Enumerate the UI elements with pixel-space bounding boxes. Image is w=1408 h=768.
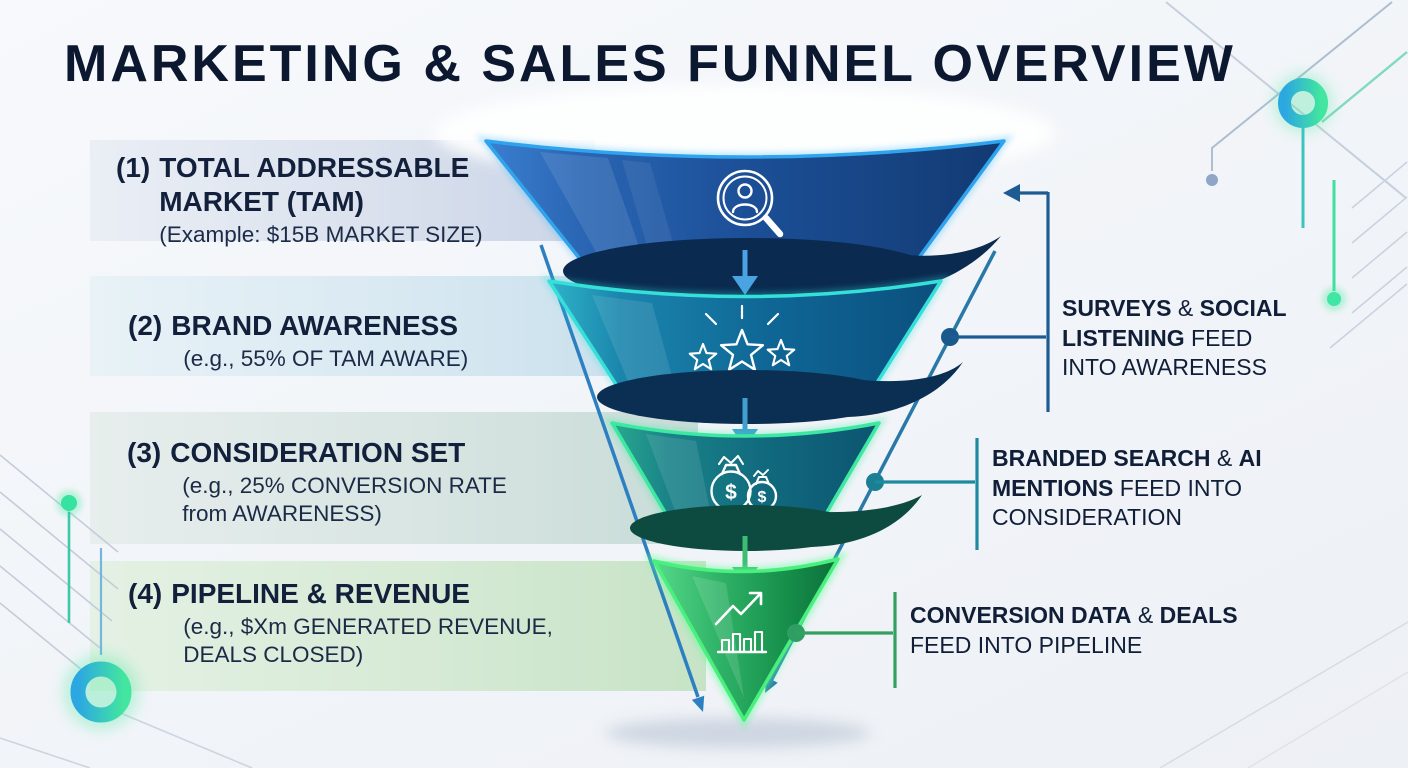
annotation-line: MENTIONS FEED INTO	[992, 474, 1243, 501]
annotation-line: CONSIDERATION	[992, 504, 1182, 530]
circuit-decoration-bottom-left	[0, 454, 253, 768]
left-guide-arrow	[539, 244, 705, 712]
stage-number: (2)	[128, 310, 163, 341]
funnel-rim-1	[563, 236, 1001, 304]
circuit-decoration-top-right	[1165, 1, 1408, 349]
stage-subtitle: (e.g., $Xm GENERATED REVENUE,	[183, 614, 553, 639]
gradient-ring-icon	[1278, 78, 1328, 128]
annotation-connector-surveys	[950, 184, 1050, 412]
funnel-tier-pipeline	[643, 551, 849, 731]
node-dot-icon	[1206, 174, 1218, 186]
annotation-conversion: CONVERSION DATA & DEALS FEED INTO PIPELI…	[910, 601, 1238, 660]
page-title: MARKETING & SALES FUNNEL OVERVIEW	[64, 35, 1236, 93]
stage-title: MARKET (TAM)	[159, 186, 364, 217]
stage-label-pipeline: (4) PIPELINE & REVENUE (e.g., $Xm GENERA…	[128, 577, 553, 669]
annotation-line: SURVEYS & SOCIAL	[1062, 295, 1287, 321]
stage-title: PIPELINE & REVENUE	[171, 578, 470, 609]
stage-number: (4)	[128, 578, 163, 609]
stage-subtitle: (e.g., 55% OF TAM AWARE)	[183, 346, 469, 371]
annotation-connector-branded-search	[875, 438, 979, 550]
stage-title: CONSIDERATION SET	[170, 437, 466, 468]
node-dot-icon	[61, 495, 77, 511]
circuit-decoration-bottom-right	[1159, 621, 1408, 768]
svg-text:$: $	[758, 489, 767, 506]
stage-band-consideration	[90, 412, 698, 544]
stage-number: (1)	[116, 152, 151, 183]
node-dot-icon	[1327, 292, 1341, 306]
stage-subtitle: DEALS CLOSED)	[183, 642, 364, 667]
stage-label-tam: (1) TOTAL ADDRESSABLE MARKET (TAM) (Exam…	[116, 151, 483, 249]
funnel-rim-2	[597, 362, 963, 424]
arrowhead-icon	[691, 695, 705, 712]
annotation-line: LISTENING FEED	[1062, 324, 1253, 351]
stage-title: BRAND AWARENESS	[171, 310, 459, 341]
annotation-connector-conversion	[796, 592, 897, 688]
stage-title: TOTAL ADDRESSABLE	[159, 152, 470, 183]
annotation-line: INTO AWARENESS	[1062, 354, 1267, 380]
annotation-line: FEED INTO PIPELINE	[910, 631, 1143, 658]
arrowhead-icon	[732, 276, 758, 295]
user-search-icon	[716, 169, 784, 238]
funnel-shadow	[606, 718, 870, 748]
stage-subtitle: (Example: $15B MARKET SIZE)	[159, 222, 483, 247]
annotation-surveys: SURVEYS & SOCIAL LISTENING FEED INTO AWA…	[1062, 294, 1287, 383]
annotation-branded-search: BRANDED SEARCH & AI MENTIONS FEED INTO C…	[992, 444, 1262, 533]
arrowhead-icon	[1003, 184, 1020, 202]
stage-number: (3)	[127, 437, 162, 468]
gradient-ring-icon	[70, 661, 132, 723]
stage-label-consideration: (3) CONSIDERATION SET (e.g., 25% CONVERS…	[127, 436, 507, 528]
growth-chart-icon	[714, 591, 768, 654]
flow-arrow-1	[732, 250, 758, 295]
annotation-line: BRANDED SEARCH & AI	[992, 445, 1262, 471]
stage-label-awareness: (2) BRAND AWARENESS (e.g., 55% OF TAM AW…	[128, 309, 468, 373]
stage-band-pipeline	[90, 561, 706, 691]
stage-subtitle: from AWARENESS)	[182, 501, 382, 526]
annotation-line: CONVERSION DATA & DEALS	[910, 602, 1238, 628]
svg-text:$: $	[725, 481, 737, 504]
funnel-rim-3	[630, 495, 922, 551]
stage-subtitle: (e.g., 25% CONVERSION RATE	[182, 473, 507, 498]
